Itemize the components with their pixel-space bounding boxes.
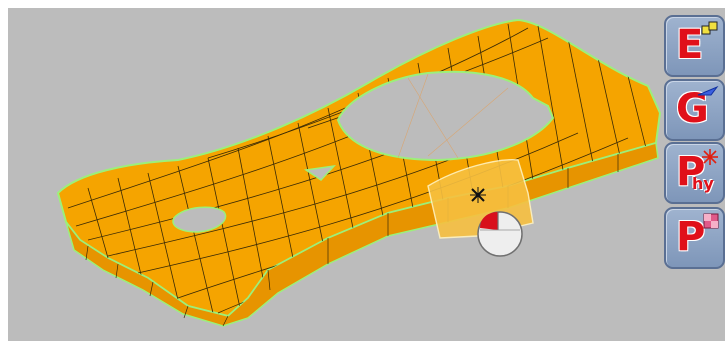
elements-button[interactable]: E (664, 15, 725, 77)
geometry-button[interactable]: G (664, 79, 725, 141)
element-grid-icon (701, 21, 718, 35)
physics-button-sublabel: hy (692, 174, 714, 193)
geometry-surface-icon (697, 85, 719, 96)
physics-button-label: P (676, 149, 706, 195)
mesh-small-hole (172, 206, 227, 233)
mesh-large-hole (336, 70, 555, 162)
mesh-triangle-hole (303, 164, 336, 181)
move-cross-cursor-icon (470, 187, 486, 203)
graphics-viewport[interactable]: E G P hy P (8, 8, 725, 341)
property-checker-icon (703, 213, 719, 229)
physics-burst-icon (702, 149, 718, 165)
mouse-left-click-icon (477, 211, 523, 257)
properties-button[interactable]: P (664, 207, 725, 269)
properties-button-label: P (676, 214, 706, 260)
finite-element-mesh (56, 18, 662, 327)
elements-button-label: E (676, 22, 704, 68)
physics-button[interactable]: P hy (664, 142, 725, 204)
